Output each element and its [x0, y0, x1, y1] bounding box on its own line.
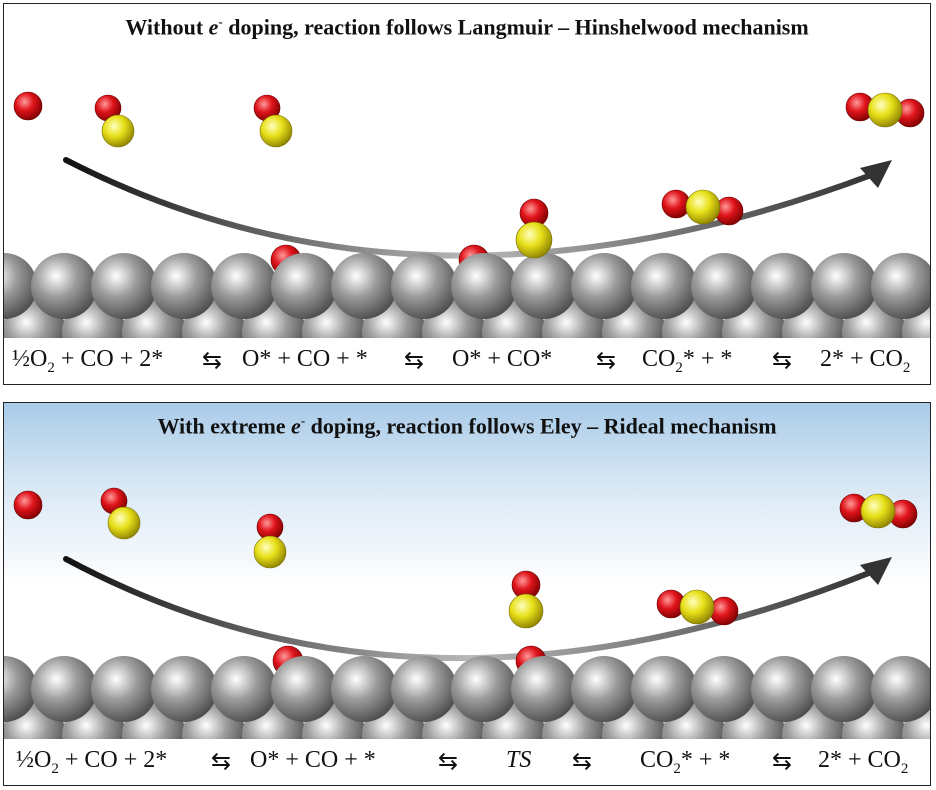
co-molecule-carbon: [253, 535, 287, 569]
surface-atom: [871, 253, 930, 319]
surface-atom: [511, 253, 577, 319]
equilibrium-arrow-icon: ⇆: [772, 346, 793, 374]
panel-langmuir-hinshelwood: Without e- doping, reaction follows Lang…: [3, 3, 931, 385]
surface-atom: [571, 656, 637, 722]
platinum-surface: [4, 253, 930, 338]
surface-atom: [751, 253, 817, 319]
equation-strip-top: ½O2 + CO + 2* ⇆ O* + CO + * ⇆ O* + CO* ⇆…: [4, 338, 930, 384]
arrowhead-icon: [860, 557, 892, 585]
surface-atom: [691, 656, 757, 722]
surface-atom: [331, 656, 397, 722]
equation-strip-bottom: ½O2 + CO + 2* ⇆ O* + CO + * ⇆ TS ⇆ CO2* …: [4, 739, 930, 785]
equilibrium-arrow-icon: ⇆: [438, 747, 459, 775]
surface-atom: [751, 656, 817, 722]
surface-atom: [511, 656, 577, 722]
equation-term: 2* + CO2: [820, 346, 911, 376]
surface-atom: [331, 253, 397, 319]
surface-atom: [691, 253, 757, 319]
surface-atom: [271, 656, 337, 722]
surface-atom: [211, 656, 277, 722]
surface-atom: [811, 253, 877, 319]
reaction-path-arrow: [63, 556, 877, 661]
surface-atom: [451, 253, 517, 319]
surface-atom: [31, 656, 97, 722]
surface-atom: [571, 253, 637, 319]
surface-atom: [451, 656, 517, 722]
surface-atom: [391, 253, 457, 319]
co-molecule-carbon: [101, 114, 135, 148]
equation-term: O* + CO*: [452, 346, 553, 372]
panel-eley-rideal: With extreme e- doping, reaction follows…: [3, 402, 931, 786]
co2-carbon: [860, 493, 896, 529]
surface-atom: [4, 656, 37, 722]
co2-carbon: [685, 189, 721, 225]
surface-atom: [271, 253, 337, 319]
equilibrium-arrow-icon: ⇆: [572, 747, 593, 775]
equation-term-transition-state: TS: [506, 747, 532, 773]
surface-atom: [91, 656, 157, 722]
surface-atom: [211, 253, 277, 319]
co2-carbon: [679, 589, 715, 625]
panel-title-top: Without e- doping, reaction follows Lang…: [125, 14, 809, 40]
surface-atom: [871, 656, 930, 722]
scene-eley-rideal: [4, 487, 930, 739]
surface-atom: [631, 253, 697, 319]
equilibrium-arrow-icon: ⇆: [211, 747, 232, 775]
equilibrium-arrow-icon: ⇆: [596, 346, 617, 374]
co2-carbon: [867, 92, 903, 128]
oxygen-atom: [13, 490, 43, 520]
surface-atom: [151, 253, 217, 319]
equilibrium-arrow-icon: ⇆: [772, 747, 793, 775]
reaction-path-arrow: [63, 157, 877, 259]
equation-term: CO2* + *: [640, 747, 731, 777]
surface-atom: [811, 656, 877, 722]
co2-oxygen: [661, 189, 691, 219]
co2-oxygen: [709, 596, 739, 626]
adsorbed-co-carbon: [515, 221, 553, 259]
equation-term: 2* + CO2: [818, 747, 909, 777]
surface-atom: [631, 656, 697, 722]
equation-term: CO2* + *: [642, 346, 733, 376]
co-molecule-carbon: [107, 506, 141, 540]
scene-langmuir-hinshelwood: [4, 91, 930, 338]
arrowhead-icon: [860, 160, 892, 188]
platinum-surface: [4, 656, 930, 739]
surface-atom: [391, 656, 457, 722]
surface-atom: [151, 656, 217, 722]
equilibrium-arrow-icon: ⇆: [202, 346, 223, 374]
co-molecule-carbon: [508, 593, 544, 629]
equilibrium-arrow-icon: ⇆: [404, 346, 425, 374]
panel-title-bottom: With extreme e- doping, reaction follows…: [157, 413, 777, 439]
co-molecule-carbon: [259, 114, 293, 148]
equation-term: ½O2 + CO + 2*: [16, 747, 168, 777]
surface-atom: [31, 253, 97, 319]
oxygen-atom: [13, 91, 43, 121]
equation-term: ½O2 + CO + 2*: [12, 346, 164, 376]
surface-atom: [91, 253, 157, 319]
equation-term: O* + CO + *: [250, 747, 376, 773]
equation-term: O* + CO + *: [242, 346, 368, 372]
surface-atom: [4, 253, 37, 319]
